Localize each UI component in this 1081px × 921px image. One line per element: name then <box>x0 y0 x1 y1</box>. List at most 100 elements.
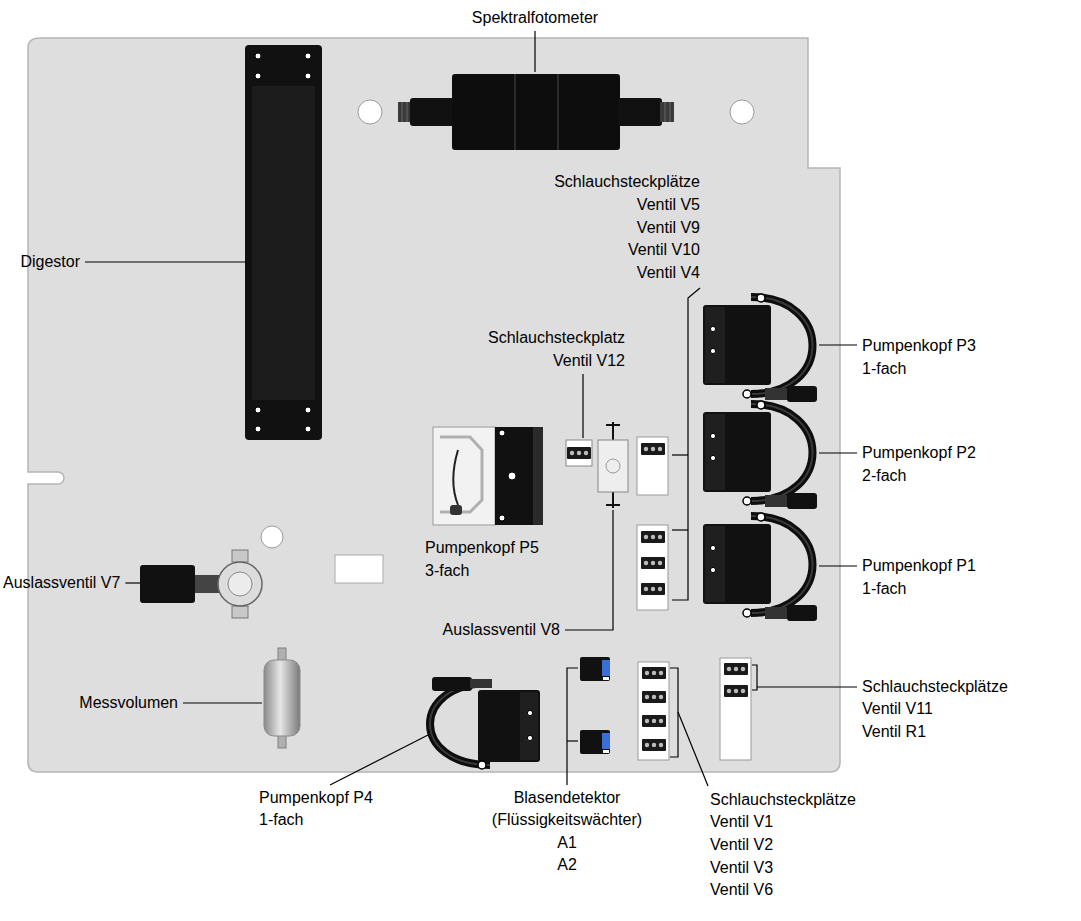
pump-head-p4 <box>430 677 540 769</box>
part-label: 2-fach <box>862 466 906 486</box>
part-label: Ventil R1 <box>862 722 926 742</box>
tube-slots-part <box>637 437 668 495</box>
spectrophotometer-part <box>665 102 666 122</box>
outlet-valve-v8-part <box>606 504 620 506</box>
mounting-plate-part <box>335 555 383 583</box>
spectrophotometer-part <box>398 102 412 122</box>
tube-slots-part <box>567 447 591 459</box>
digestor-part <box>305 53 311 59</box>
part-label: 1-fach <box>862 359 906 379</box>
leader-line <box>567 668 578 785</box>
leader-line <box>819 344 857 345</box>
digestor-part <box>255 73 261 79</box>
part-label: Auslassventil V7 <box>3 573 120 593</box>
bubble-detectors-part <box>602 660 610 676</box>
pump-head-p4-part <box>470 679 492 688</box>
pump-heads-right <box>703 294 817 621</box>
part-label: Pumpenkopf P4 <box>259 788 373 808</box>
tube-slots <box>566 437 751 760</box>
part-label: Schlauchsteckplätze <box>554 172 700 192</box>
bubble-detectors-part <box>602 733 610 749</box>
outlet-valve-v8-part <box>606 459 620 473</box>
leader-line <box>330 735 428 785</box>
leader-line <box>678 712 708 786</box>
part-label: Pumpenkopf P3 <box>862 336 976 356</box>
spectrophotometer-part <box>618 98 662 126</box>
part-label: A2 <box>557 855 577 875</box>
pump-head-p4-part <box>478 761 486 769</box>
leader-line <box>85 261 245 262</box>
part-label: Ventil V1 <box>710 812 773 832</box>
mounting-plate-part <box>28 38 840 772</box>
digestor-part <box>255 53 261 59</box>
pump-head-p5-part <box>433 427 495 525</box>
pump-head-p5-part <box>450 505 462 515</box>
bubble-detectors-part <box>603 750 609 753</box>
part-label: 1-fach <box>862 579 906 599</box>
part-label: Spektralfotometer <box>472 8 598 28</box>
spectrophotometer-part <box>452 74 620 150</box>
outlet-valve-v7-part <box>232 550 248 562</box>
pump-head-p4-part <box>478 690 540 762</box>
digestor <box>245 45 322 440</box>
part-label: 3-fach <box>425 561 469 581</box>
leader-line <box>582 374 583 438</box>
part-label: Ventil V2 <box>710 835 773 855</box>
leader-line <box>819 565 857 566</box>
mounting-plate-part <box>358 100 382 124</box>
tube-slots-part <box>642 715 666 727</box>
part-label: Ventil V10 <box>628 240 700 260</box>
digestor-part <box>305 426 311 432</box>
leader-line <box>125 582 140 583</box>
tube-slots-part <box>566 440 592 466</box>
tube-slots-part <box>638 662 669 760</box>
outlet-valve-v8 <box>598 422 628 508</box>
part-label: Blasendetektor <box>514 788 621 808</box>
digestor-part <box>255 426 261 432</box>
tube-slots-part <box>724 685 748 697</box>
leader-line <box>757 686 857 687</box>
part-label: Pumpenkopf P2 <box>862 443 976 463</box>
pump-head-p5-part <box>508 472 516 480</box>
leader-line <box>819 452 857 453</box>
bubble-detectors-part <box>580 657 610 681</box>
spectrophotometer-part <box>402 102 403 122</box>
part-label: Ventil V5 <box>637 195 700 215</box>
digestor-part <box>305 73 311 79</box>
tube-slots-part <box>642 667 666 679</box>
tube-slots-part <box>720 658 751 760</box>
bubble-detectors-part <box>603 677 609 680</box>
pump-head-p4-part <box>432 677 472 691</box>
outlet-valve-v7-part <box>140 565 195 603</box>
part-label: Messvolumen <box>79 693 178 713</box>
part-label: Ventil V3 <box>710 858 773 878</box>
pump-head-p5-part <box>499 515 505 521</box>
mounting-plate-part <box>261 526 283 548</box>
measuring-volume <box>264 648 300 748</box>
mounting-plate-part <box>730 100 754 124</box>
tube-slots-part <box>637 525 668 610</box>
pump-head-p5-part <box>533 427 543 525</box>
leader-line <box>534 31 535 72</box>
pump-head-p4-part <box>527 735 532 740</box>
leader-line <box>672 529 688 530</box>
tube-slots-part <box>641 583 665 595</box>
part-label: A1 <box>557 833 577 853</box>
leader-line <box>752 665 757 690</box>
part-label: Pumpenkopf P5 <box>425 538 539 558</box>
digestor-part <box>305 407 311 413</box>
pump-heads-right-part <box>703 513 817 621</box>
outlet-valve-v7-part <box>195 575 219 593</box>
spectrophotometer-part <box>407 102 408 122</box>
digestor-part <box>252 86 315 400</box>
spectrophotometer-part <box>558 74 559 150</box>
pump-head-p5-part <box>495 427 543 525</box>
leader-line <box>183 702 262 703</box>
outlet-valve-v7 <box>140 550 262 618</box>
part-label: Ventil V12 <box>553 351 625 371</box>
digestor-part <box>245 45 322 440</box>
spectrophotometer-part <box>410 98 454 126</box>
tube-slots-part <box>642 691 666 703</box>
